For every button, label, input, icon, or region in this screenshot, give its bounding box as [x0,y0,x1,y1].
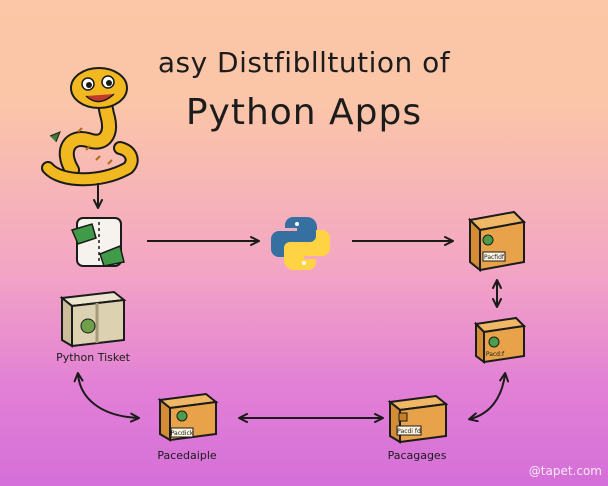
box-pacagages-tag: Pacdi fd [397,428,421,435]
label-pacedaiple: Pacedaiple [157,449,217,462]
label-python-tisket: Python Tisket [56,351,130,364]
python-logo-icon [271,217,330,270]
box-right-top [467,210,527,273]
label-pacagages: Pacagages [387,449,447,462]
box-pacedaiple [157,392,219,442]
watermark: @tapet.com [528,464,602,478]
box-python-tisket [59,290,127,348]
arrow-right-curve [468,372,510,423]
title-line-1: asy Distfiblltution of [157,46,451,79]
snake-mascot-icon [41,67,139,187]
title-line-2: Python Apps [185,92,423,133]
box-right-top-tag: Pacfidf [484,254,505,261]
box-pacedaiple-tag: Pacdick [171,430,194,437]
arrow-left-curve [73,372,140,423]
box-right-middle-tag: Pacd:f [486,351,505,358]
zipper-package-icon [70,217,125,267]
box-pacagages [387,394,449,444]
box-right-middle [473,316,527,364]
